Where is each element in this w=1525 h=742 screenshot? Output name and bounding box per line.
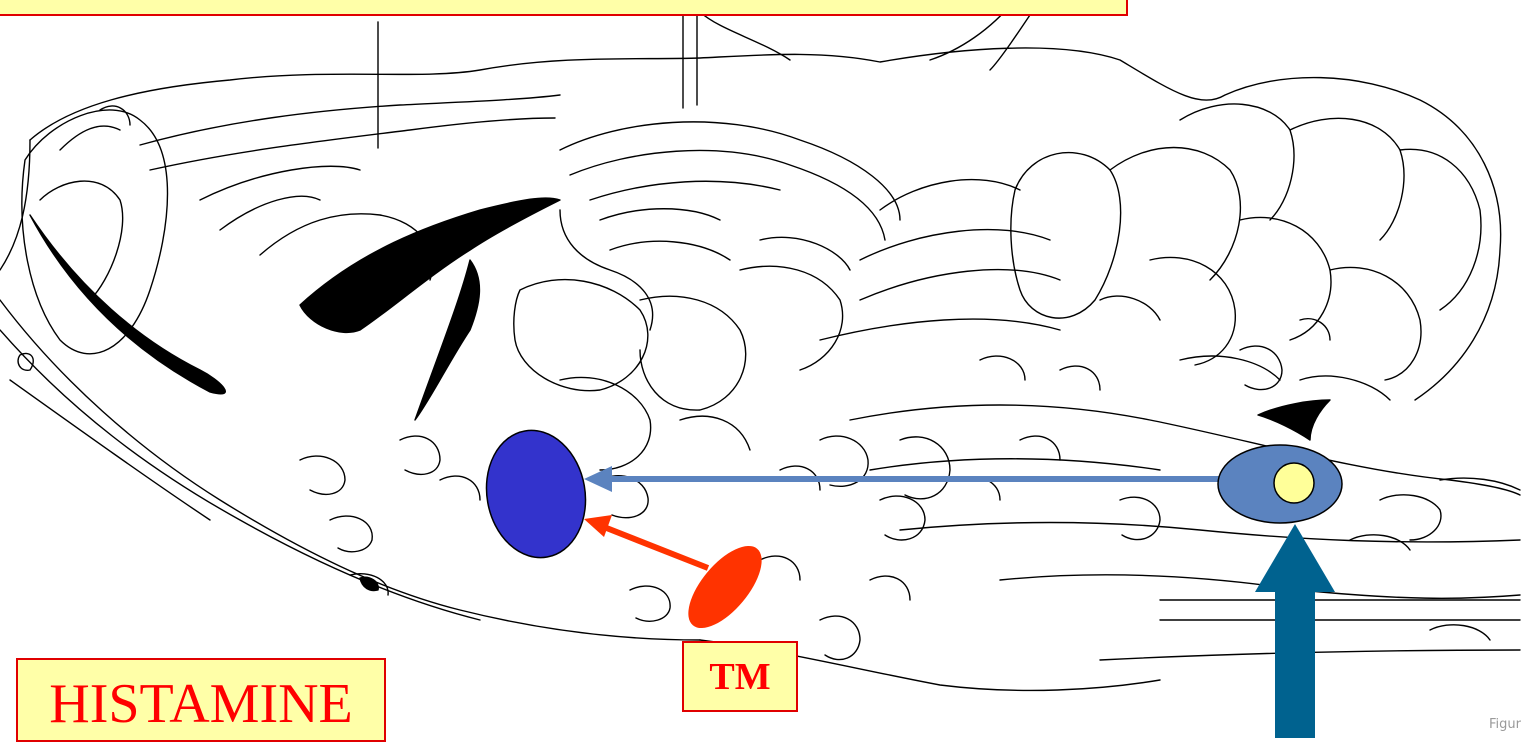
target-nucleus — [477, 422, 596, 565]
histamine-label-box: HISTAMINE — [16, 658, 386, 742]
tm-label-box: TM — [682, 641, 798, 712]
histamine-label: HISTAMINE — [49, 676, 353, 732]
figure-credit: Figur — [1489, 717, 1521, 732]
source-core — [1274, 463, 1314, 503]
tm-nucleus — [675, 534, 775, 640]
tm-arrow — [584, 515, 708, 568]
projection-arrow — [584, 466, 1220, 492]
tm-label: TM — [709, 658, 770, 696]
title-box — [0, 0, 1128, 16]
input-arrow — [1255, 524, 1335, 738]
